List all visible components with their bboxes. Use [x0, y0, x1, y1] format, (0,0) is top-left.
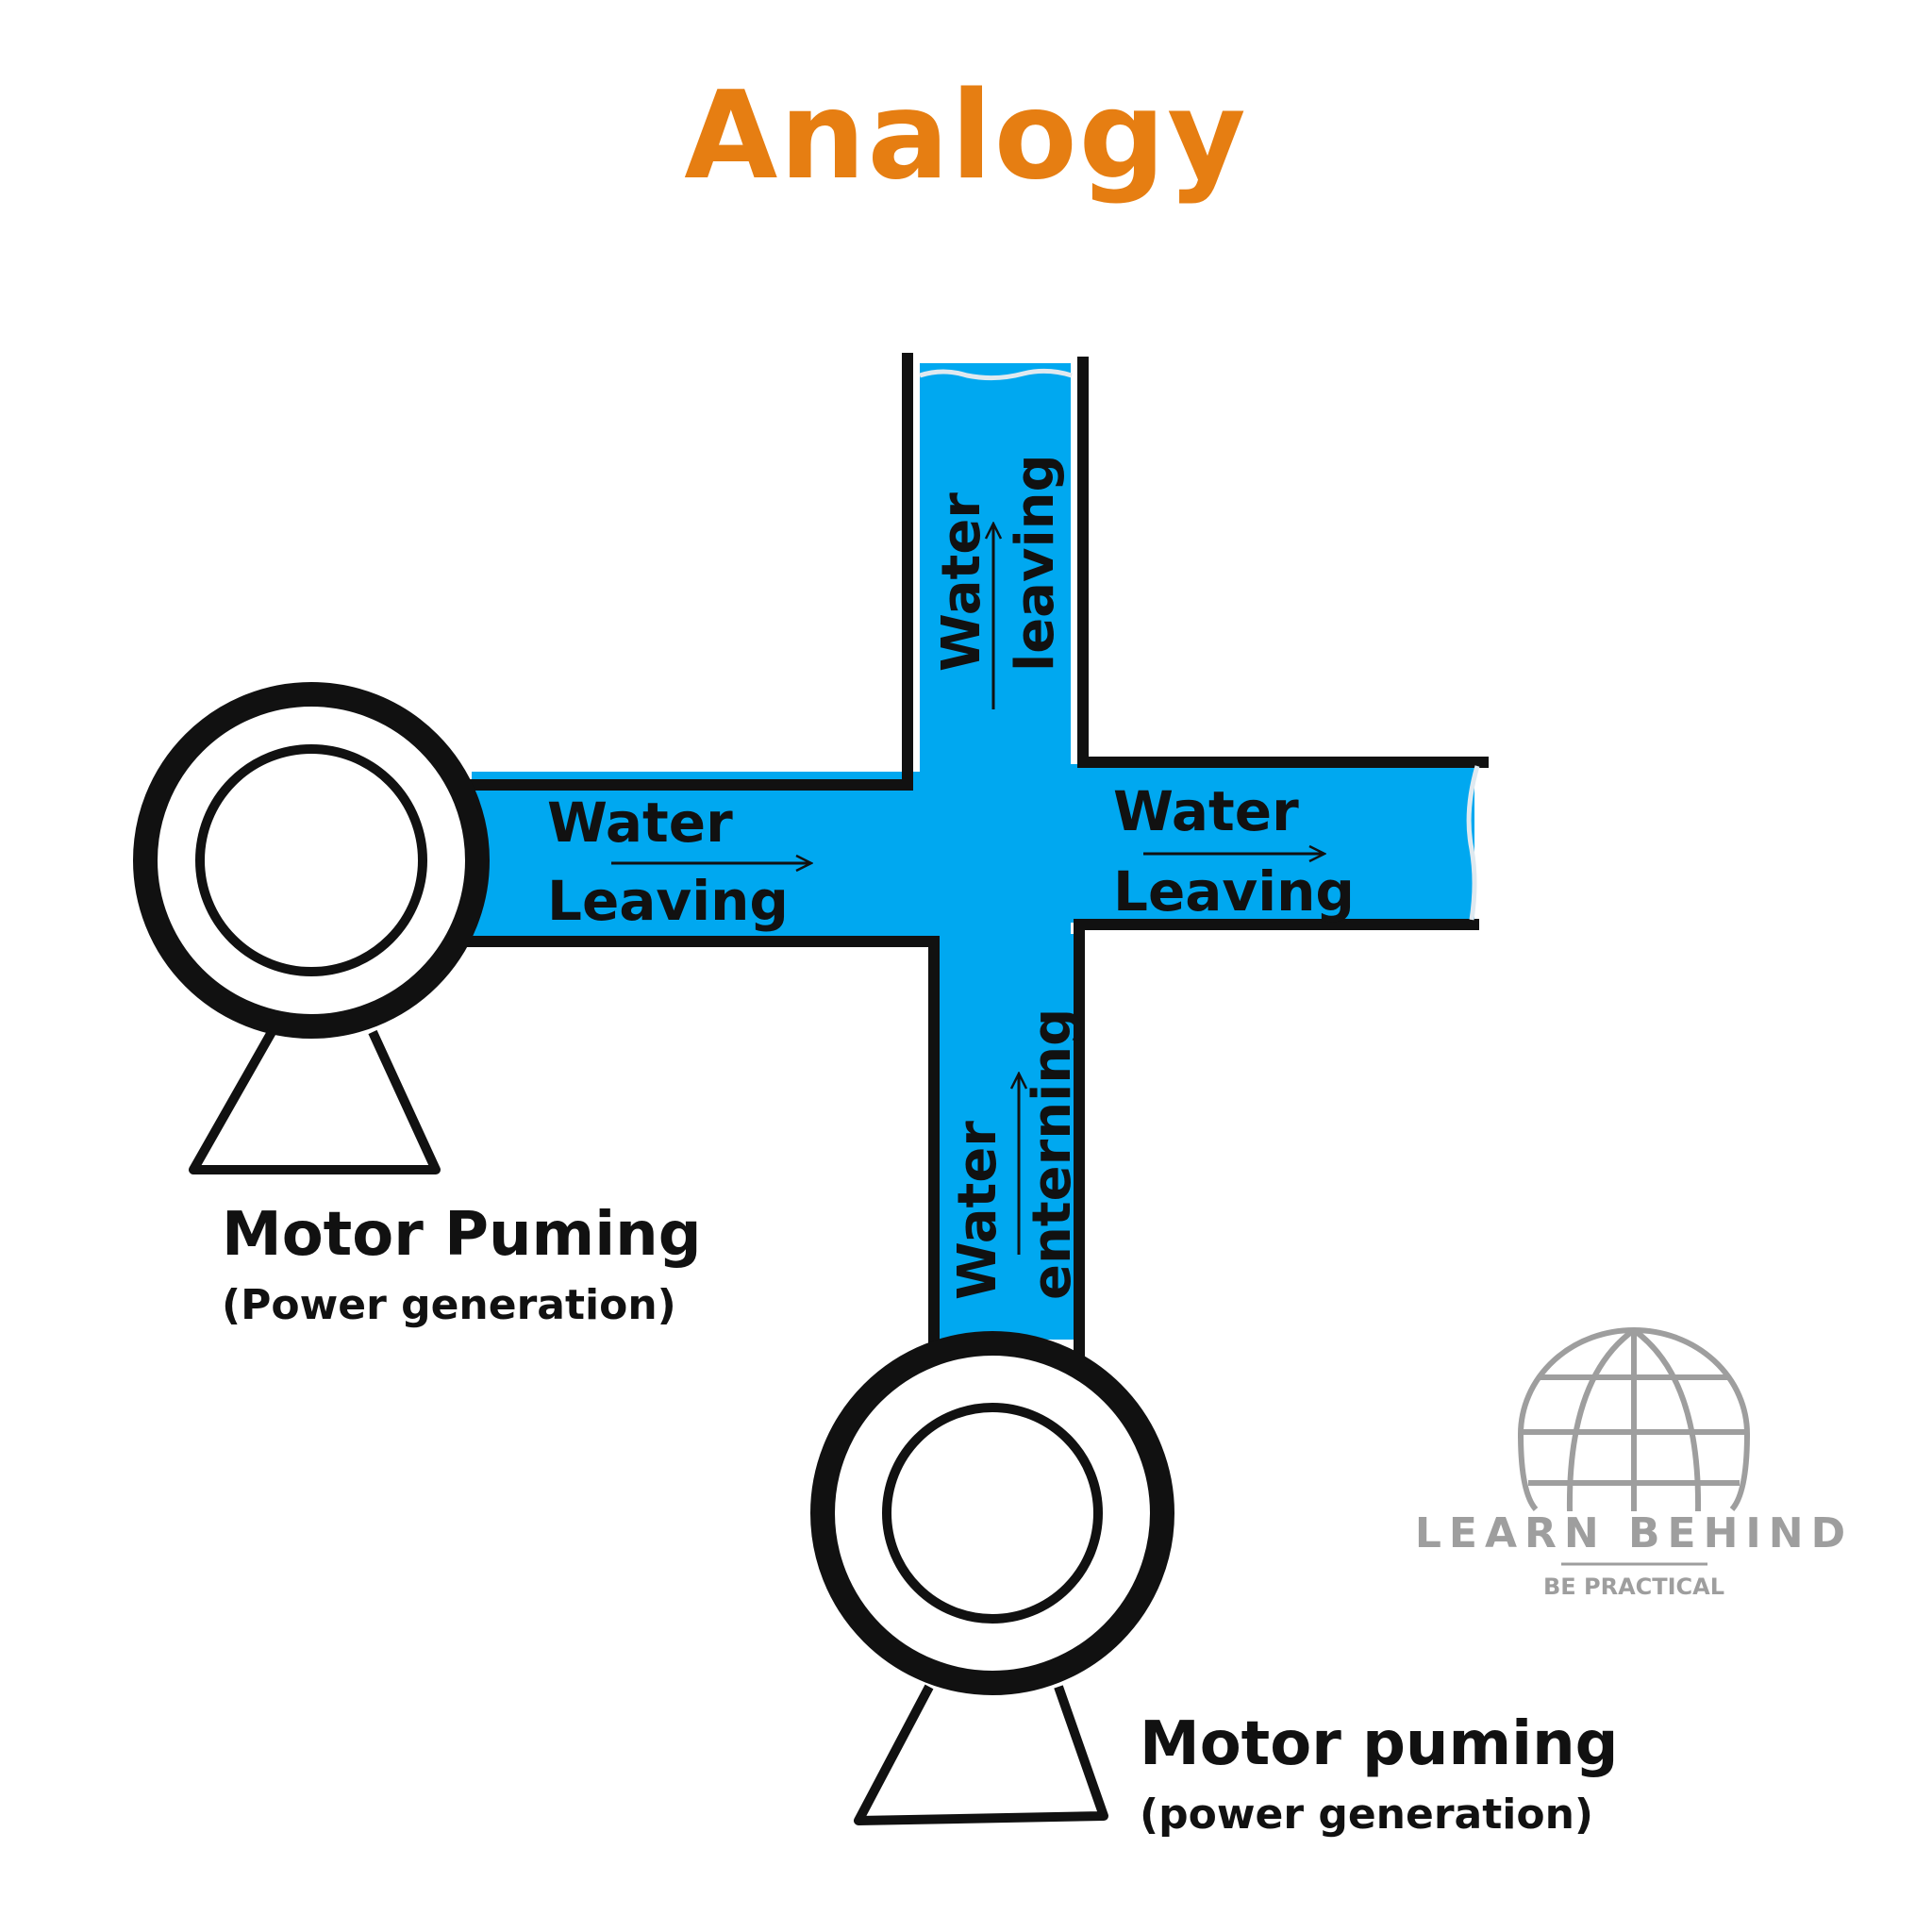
flow-arrows: [611, 524, 1324, 1255]
globe-icon: [1518, 1327, 1750, 1512]
right-pipe-label-line1: Water: [1113, 779, 1299, 843]
left-pipe-label-line1: Water: [547, 791, 733, 855]
bottom-pipe-label-line2: enterning: [1022, 1008, 1083, 1300]
top-pipe-label-line1: Water: [931, 492, 992, 672]
left-motor: [133, 682, 490, 1174]
left-motor-name: Motor Puming: [222, 1200, 702, 1270]
bottom-motor-name: Motor puming: [1140, 1709, 1618, 1779]
logo-tagline: BE PRACTICAL: [1543, 1574, 1724, 1600]
top-pipe-opening: [919, 368, 1073, 381]
diagram-title: Analogy: [684, 66, 1248, 207]
water-flow: [472, 363, 1474, 1340]
left-motor-note: (Power generation): [222, 1281, 676, 1329]
right-pipe-opening: [1466, 765, 1480, 921]
right-pipe-label-line2: Leaving: [1113, 859, 1355, 924]
pipe-walls: [466, 353, 1489, 1364]
left-pipe-label-line2: Leaving: [547, 869, 789, 933]
logo-brand: LEARN BEHIND: [1415, 1509, 1853, 1557]
top-pipe-label-line2: leaving: [1005, 454, 1066, 672]
learn-behind-logo: LEARN BEHIND BE PRACTICAL: [1415, 1327, 1853, 1600]
bottom-motor: [810, 1331, 1174, 1825]
bottom-motor-note: (power generation): [1140, 1790, 1593, 1839]
bottom-pipe-label-line1: Water: [947, 1121, 1008, 1300]
